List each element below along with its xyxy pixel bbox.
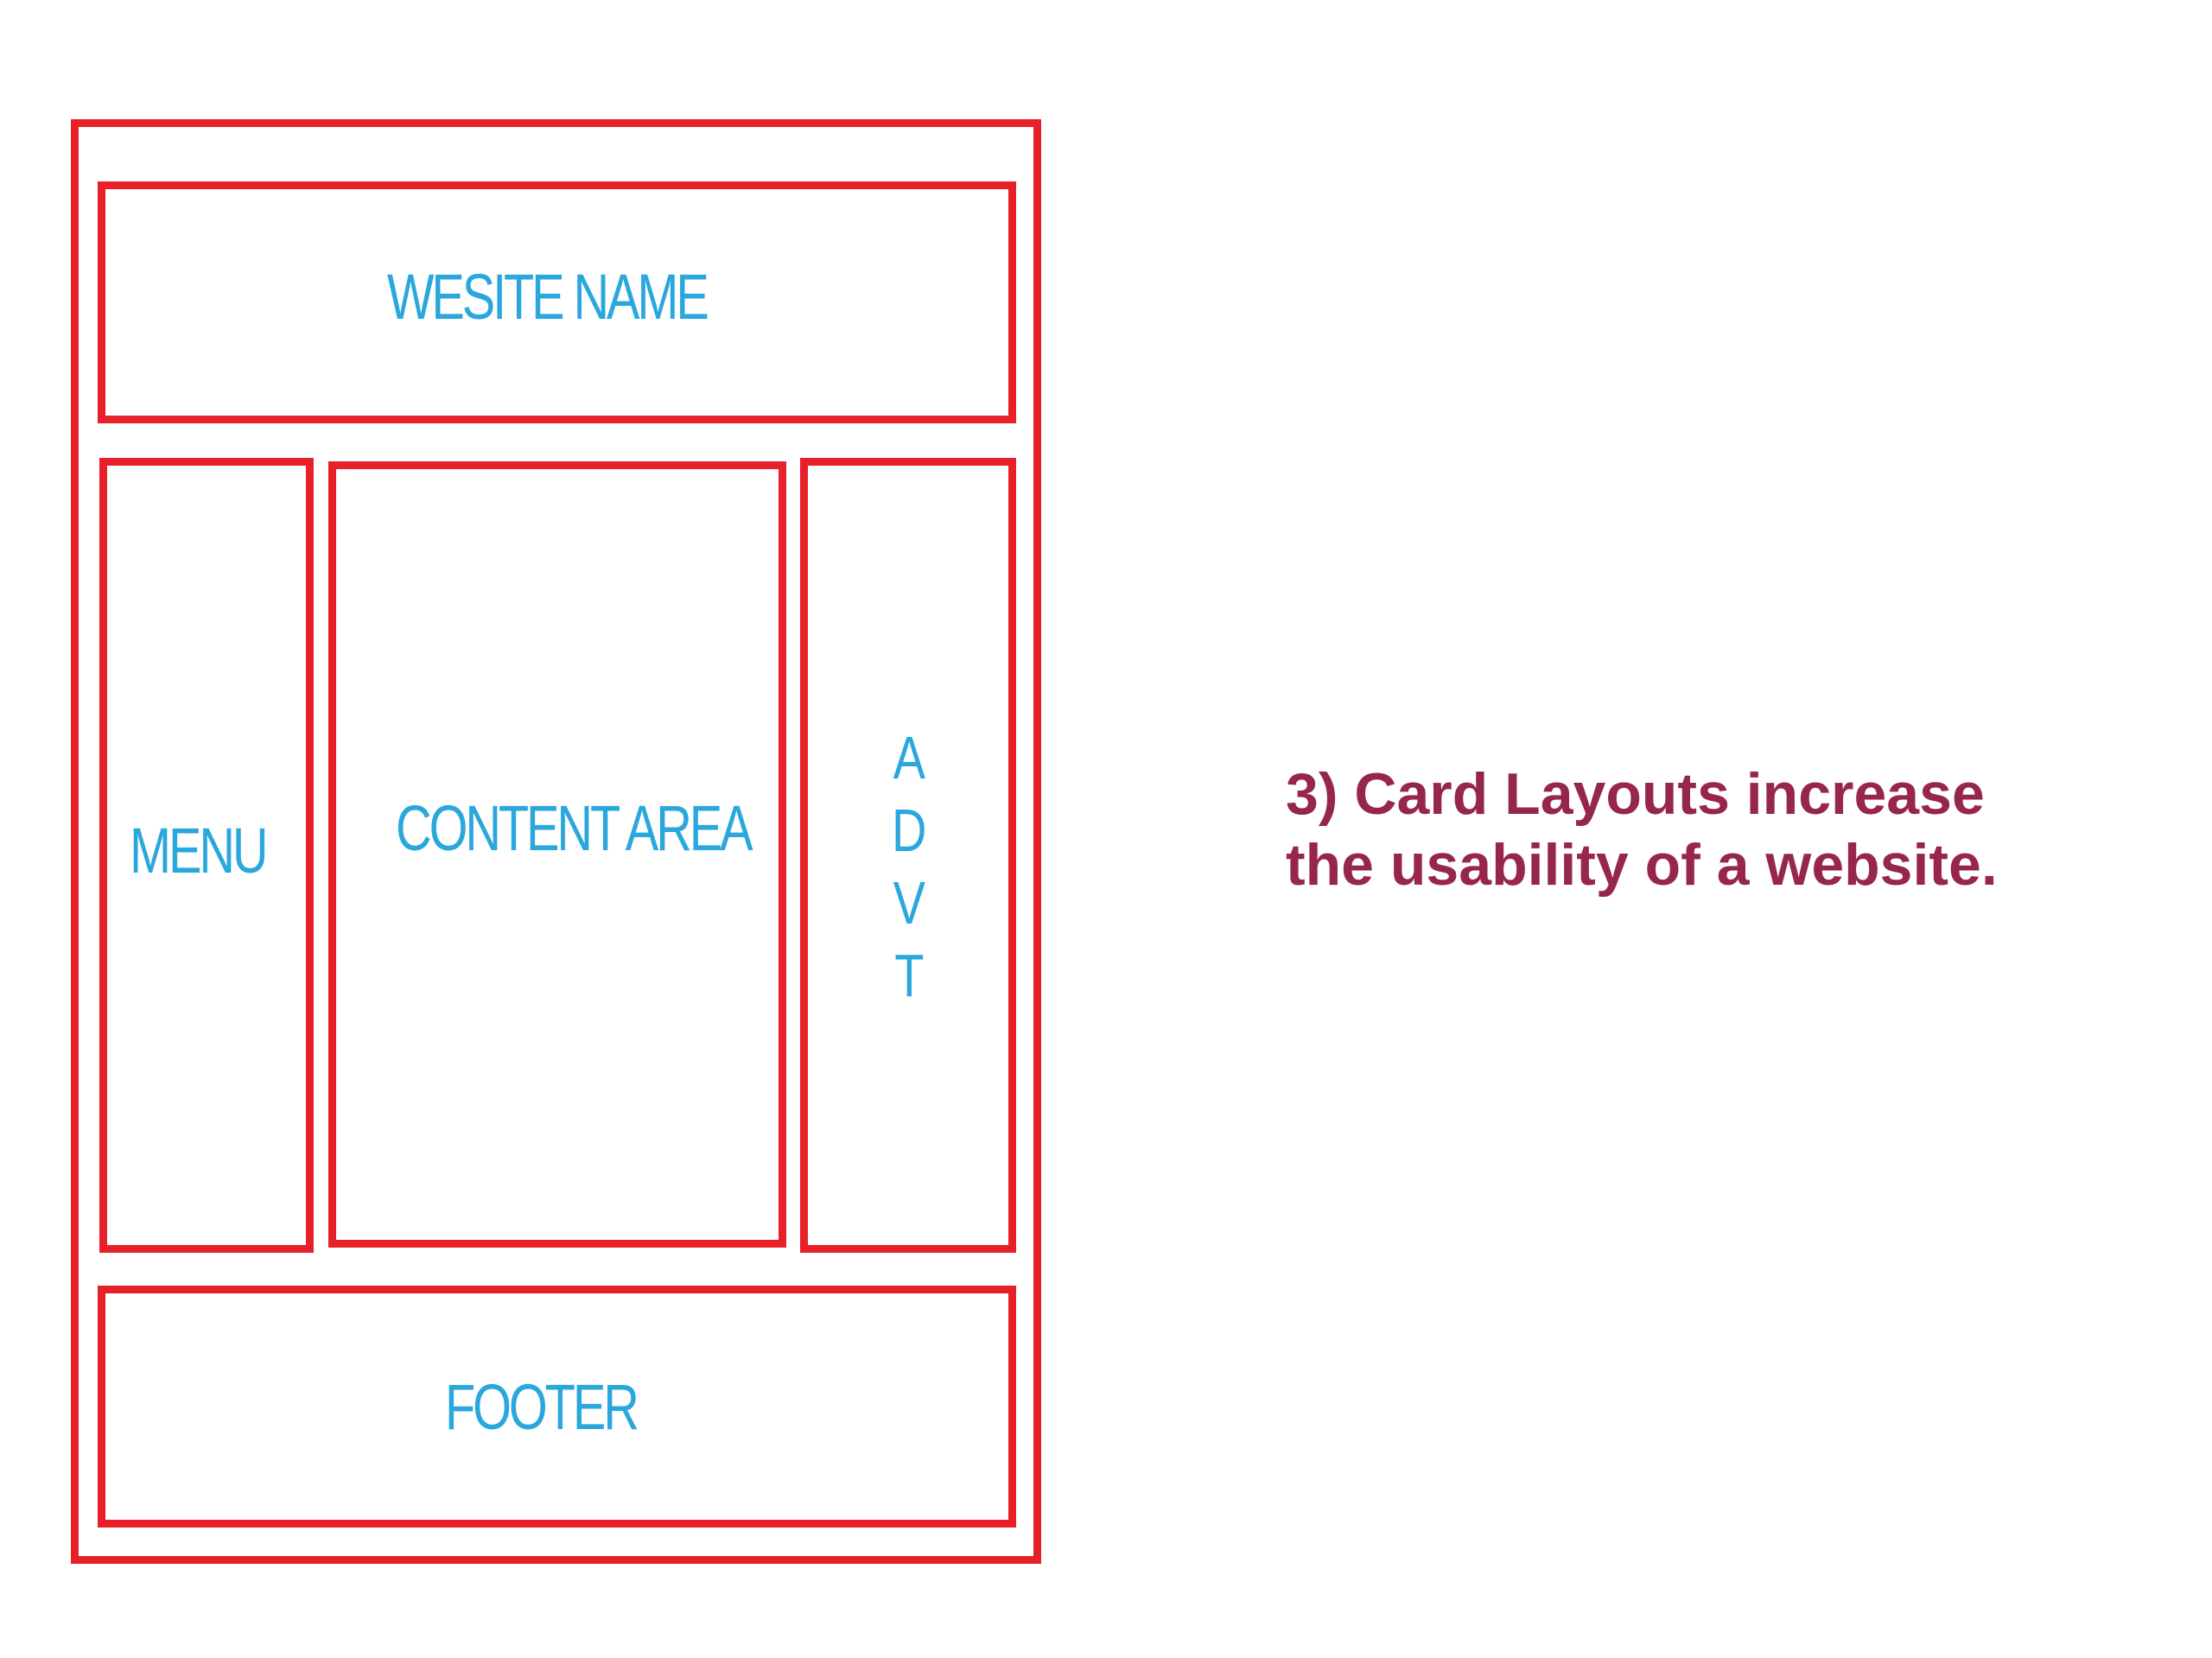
menu-box xyxy=(99,458,314,1253)
header-box xyxy=(98,181,1016,423)
advt-letter: V xyxy=(893,869,925,937)
content-area-box xyxy=(328,461,786,1248)
layout-frame xyxy=(71,119,1041,1564)
caption-line-1: 3) Card Layouts increase xyxy=(1286,761,1985,827)
advt-letter: A xyxy=(893,724,925,791)
advt-letter: D xyxy=(891,797,927,864)
advt-letter: T xyxy=(893,942,925,1009)
content-area-label: CONTENT AREA xyxy=(396,792,753,864)
header-label: WESITE NAME xyxy=(387,261,709,333)
footer-box xyxy=(98,1286,1016,1528)
menu-label: MENU xyxy=(130,815,269,886)
footer-label: FOOTER xyxy=(445,1371,639,1443)
advt-label: A D V T xyxy=(883,721,935,1012)
caption-text: 3) Card Layouts increase the usability o… xyxy=(1286,759,2150,900)
advt-box xyxy=(800,458,1016,1253)
caption-line-2: the usability of a website. xyxy=(1286,832,1998,898)
